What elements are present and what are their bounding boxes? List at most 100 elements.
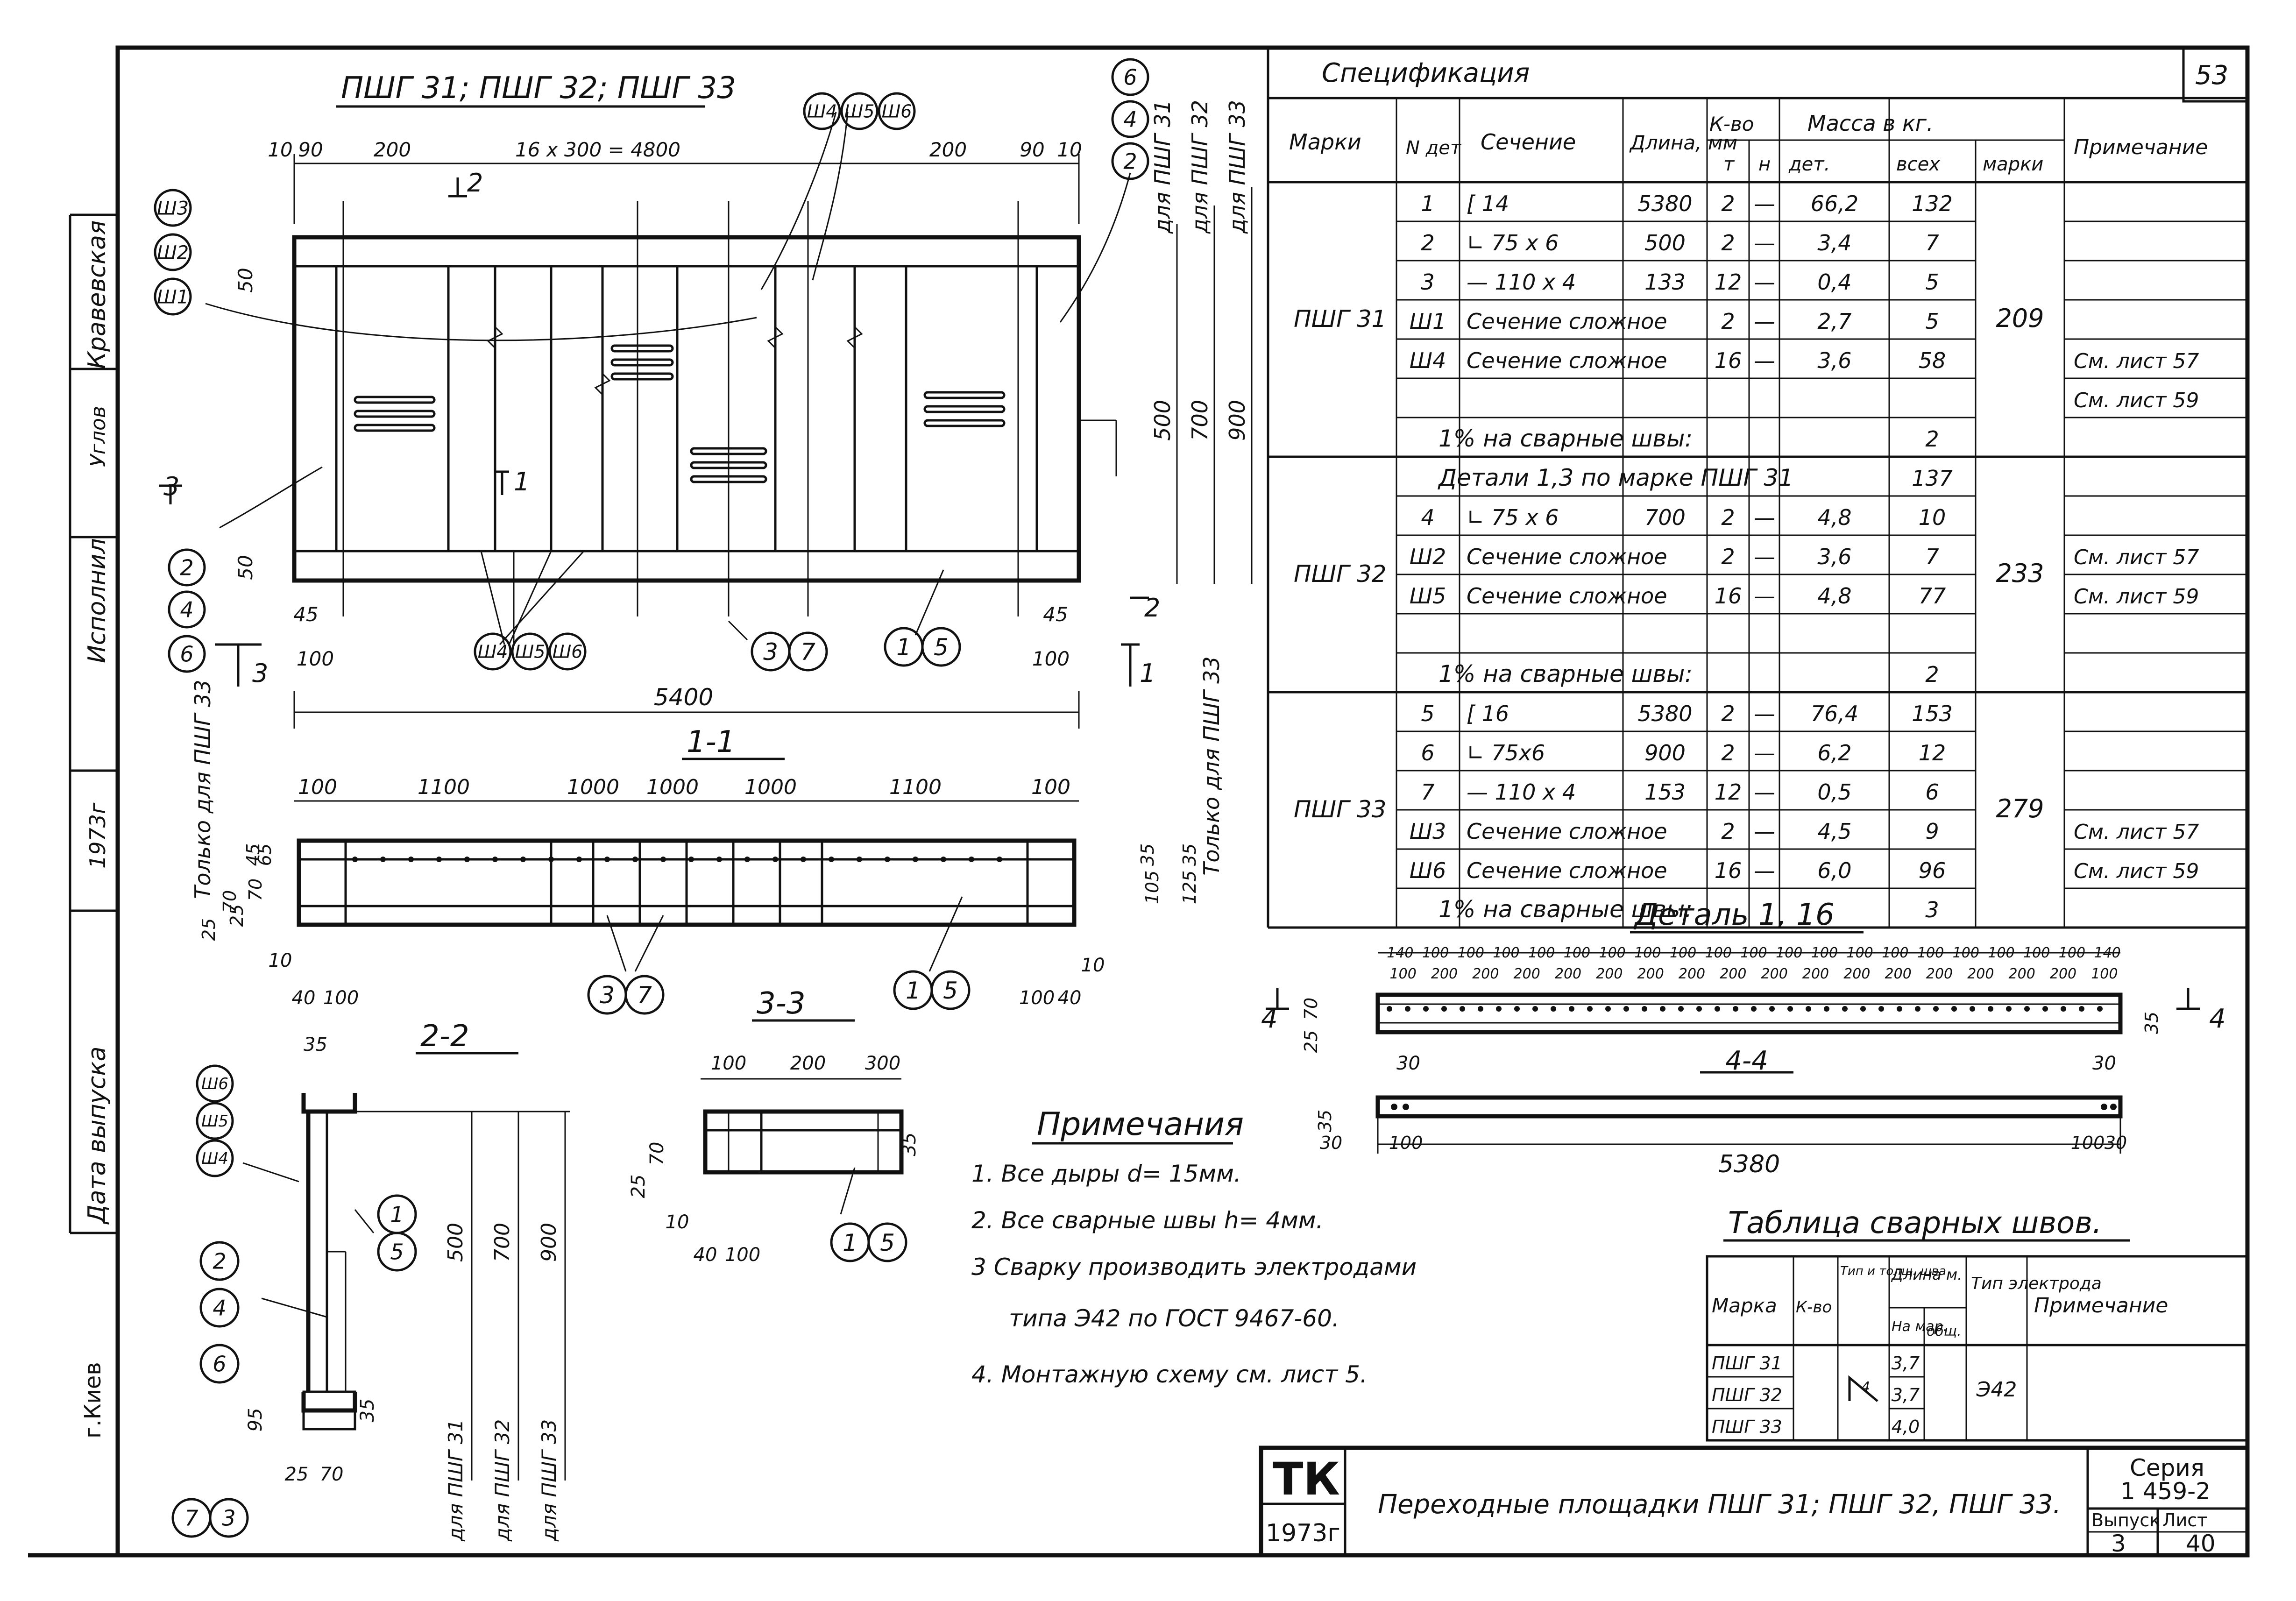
spec-cell-qty-t: 2 xyxy=(1721,819,1735,844)
spec-cell-mass-det: 3,4 xyxy=(1817,230,1851,255)
spec-cell-num: 1 xyxy=(1421,191,1434,216)
note-item: 4. Монтажную схему см. лист 5. xyxy=(971,1361,1368,1388)
only-label-left: Только для ПШГ 33 xyxy=(190,680,215,899)
spec-cell-qty-t: 2 xyxy=(1721,740,1735,765)
detail-left-dim: 70 xyxy=(1301,998,1321,1020)
sec11-mark-15-label: 5 xyxy=(943,977,958,1004)
sec11-mark-37-label: 3 xyxy=(600,982,615,1009)
detail-dim-a: 100 xyxy=(1882,945,1908,961)
sheet-value: 40 xyxy=(2186,1530,2216,1557)
spec-cell-qty-t: 2 xyxy=(1721,701,1735,726)
spec-cell-qty-t: 2 xyxy=(1721,230,1735,255)
spec-cell-qty-t: 2 xyxy=(1721,544,1735,569)
spec-cell-length: 900 xyxy=(1644,740,1686,765)
spec-cell-mass-det: 6,2 xyxy=(1817,740,1851,765)
strip-year: 1973г xyxy=(85,802,110,869)
spec-cell-mass-all: 7 xyxy=(1925,544,1939,569)
detail-dim-a: 100 xyxy=(1458,945,1484,961)
spec-cell-note: См. лист 57 xyxy=(2074,349,2199,373)
mark-circle-top-label: Ш4 xyxy=(807,101,837,122)
sec22-height: 700 xyxy=(490,1223,514,1262)
sec11-left-dim: 25 xyxy=(198,918,219,941)
note-item: 3 Сварку производить электродами xyxy=(971,1254,1417,1281)
detail-mark-left: 4 xyxy=(1261,1004,1278,1034)
side-dim: 500 xyxy=(1150,400,1175,441)
weld-head-qty: К-во xyxy=(1796,1298,1832,1317)
top-dim: 16 x 300 = 4800 xyxy=(515,138,680,161)
spec-cell-qty-n: — xyxy=(1754,819,1775,844)
side-dim: 700 xyxy=(1187,400,1212,441)
spec-cell-mass-all: 12 xyxy=(1919,740,1946,765)
weld-head-on-mark: На мар. xyxy=(1892,1318,1948,1335)
edge-dim: 100 xyxy=(1032,647,1070,670)
spec-group-total: 209 xyxy=(1996,304,2044,333)
sec33-mark: 5 xyxy=(867,1222,907,1262)
detail-dim-b: 200 xyxy=(1555,966,1581,982)
sec11-left-dim: 70 xyxy=(220,890,240,913)
spec-row-wide: 1% на сварные швы: xyxy=(1439,660,1693,687)
spec-cell-qty-t: 12 xyxy=(1715,779,1742,805)
side-dim: 900 xyxy=(1225,400,1250,441)
spec-head-qty-t: т xyxy=(1723,154,1735,175)
detail-dim-a: 100 xyxy=(1634,945,1661,961)
mark-circle-lower-left-label: 4 xyxy=(180,597,193,623)
detail-title: Деталь 1, 16 xyxy=(1633,898,1835,932)
top-dim: 10 xyxy=(268,138,292,161)
spec-row-wide: 1% на сварные швы: xyxy=(1439,896,1693,923)
edge-dim: 100 xyxy=(297,647,334,670)
spec-cell-mass-det: 76,4 xyxy=(1811,701,1858,726)
note-item: 2. Все сварные швы h= 4мм. xyxy=(971,1207,1323,1234)
detail-dim-a: 100 xyxy=(1670,945,1696,961)
spec-cell-num: 6 xyxy=(1421,740,1434,765)
sec22-mark-a-label: Ш6 xyxy=(201,1075,228,1093)
sec22-mark-d-label: 3 xyxy=(222,1506,235,1531)
spec-cell-length: 5380 xyxy=(1637,701,1692,726)
sec11-dim: 100 xyxy=(1031,775,1070,799)
drawing-title: Переходные площадки ПШГ 31; ПШГ 32, ПШГ … xyxy=(1378,1489,2061,1520)
detail-dim-b: 200 xyxy=(1885,966,1912,982)
detail-dim-b: 100 xyxy=(2091,966,2118,982)
sec11-dim: 1100 xyxy=(889,775,942,799)
detail-dim-b: 200 xyxy=(1472,966,1499,982)
spec-head-marks: Марки xyxy=(1289,129,1361,155)
sec22-mark-c: 5 xyxy=(377,1232,417,1272)
detail-dim-a: 100 xyxy=(1599,945,1626,961)
spec-cell-section: Сечение сложное xyxy=(1467,583,1667,609)
sec33-dim: 300 xyxy=(865,1053,900,1074)
sec22-mark-b: 4 xyxy=(199,1288,240,1328)
section-1-1-title: 1-1 xyxy=(687,725,736,759)
edge-dim: 45 xyxy=(293,603,318,626)
mark-circle-bottom-label: Ш5 xyxy=(515,642,546,662)
top-dim: 200 xyxy=(374,138,411,161)
spec-cell-qty-t: 2 xyxy=(1721,309,1735,334)
mark-circle-37: 3 xyxy=(751,631,791,672)
detail-dim-b: 200 xyxy=(1431,966,1458,982)
spec-cell-qty-n: — xyxy=(1754,505,1775,530)
spec-cell-note: См. лист 59 xyxy=(2074,859,2199,883)
detail-dim-b: 200 xyxy=(1843,966,1870,982)
sec22-mark-b-label: 6 xyxy=(213,1352,226,1377)
sec22-mark-d: 7 xyxy=(171,1498,212,1538)
spec-cell-note: См. лист 59 xyxy=(2074,585,2199,609)
mark-circle-top: Ш4 xyxy=(803,92,841,130)
detail-lower-dim: 100 xyxy=(2071,1133,2105,1153)
detail-dim-a: 100 xyxy=(1847,945,1873,961)
weld-row-length: 4,0 xyxy=(1892,1417,1920,1437)
top-dim: 90 xyxy=(1020,138,1044,161)
sec33-dim: 200 xyxy=(790,1053,826,1074)
mark-circle-left: Ш1 xyxy=(154,277,192,316)
sec33-mark-label: 1 xyxy=(843,1229,857,1256)
section-mark: 2 xyxy=(467,168,483,198)
spec-cell-length: 153 xyxy=(1644,779,1686,805)
weld-row-length: 3,7 xyxy=(1892,1385,1920,1405)
spec-cell-section: — 110 x 4 xyxy=(1467,779,1576,805)
detail-dim-a: 100 xyxy=(1740,945,1767,961)
spec-cell-qty-t: 16 xyxy=(1715,348,1742,373)
spec-cell-mass-all: 77 xyxy=(1919,583,1946,609)
top-dim: 200 xyxy=(929,138,967,161)
sec33-dim: 35 xyxy=(899,1133,920,1156)
weld-head-total: общ. xyxy=(1927,1323,1962,1339)
spec-head-qty: К-во xyxy=(1709,113,1754,135)
spec-cell-num: 4 xyxy=(1421,505,1434,530)
